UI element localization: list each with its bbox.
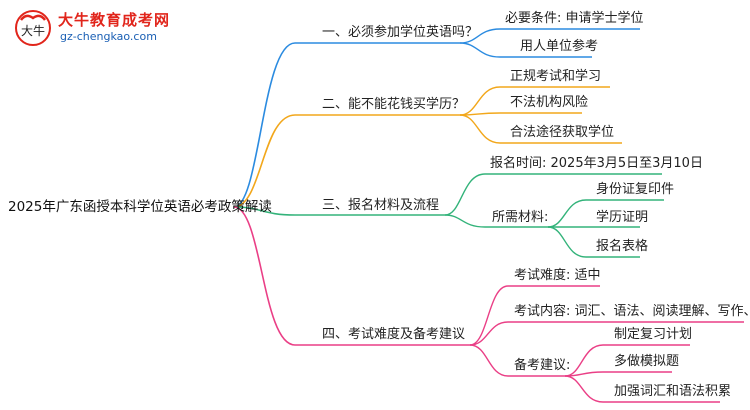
logo-title: 大牛教育成考网 xyxy=(58,11,171,29)
connector-branch-3 xyxy=(233,206,445,216)
node-form: 报名表格 xyxy=(596,239,649,254)
connector-b4-a2 xyxy=(564,371,672,377)
connector-branch-4 xyxy=(233,206,470,346)
bull-logo-icon: 大牛 xyxy=(15,10,51,46)
node-registration-time: 报名时间: 2025年3月5日至3月10日 xyxy=(490,156,703,171)
node-employer-reference: 用人单位参考 xyxy=(520,39,599,54)
node-difficulty: 考试难度: 适中 xyxy=(514,268,601,283)
svg-text:大牛: 大牛 xyxy=(21,23,45,38)
connector-b1-emp xyxy=(459,42,592,58)
node-materials: 所需材料: xyxy=(492,210,549,225)
node-legal-path: 合法途径获取学位 xyxy=(510,125,615,140)
node-illegal-risk: 不法机构风险 xyxy=(510,95,589,110)
connector-b4-advice xyxy=(469,344,565,377)
connector-b2-legal xyxy=(459,114,622,144)
node-requirement: 必要条件: 申请学士学位 xyxy=(505,11,644,26)
node-mock-tests: 多做模拟题 xyxy=(614,354,680,369)
branch-2-label: 二、能不能花钱买学历？ xyxy=(322,97,466,112)
connector-branch-1 xyxy=(233,42,460,208)
connector-b4-a3 xyxy=(564,375,720,403)
connector-b1-req xyxy=(459,28,640,44)
node-id-copy: 身份证复印件 xyxy=(596,182,675,197)
logo-url: gz-chengkao.com xyxy=(60,30,157,43)
connector-b3-time xyxy=(444,173,662,216)
connector-b4-a1 xyxy=(564,344,690,377)
connector-b4-content xyxy=(469,321,744,346)
connector-b2-formal xyxy=(459,86,610,116)
node-vocab-grammar: 加强词汇和语法积累 xyxy=(614,384,732,399)
site-logo: 大牛 大牛教育成考网 gz-chengkao.com xyxy=(8,6,198,52)
connector-b2-illegal xyxy=(459,112,582,116)
node-study-plan: 制定复习计划 xyxy=(614,327,693,342)
branch-1-label: 一、必须参加学位英语吗？ xyxy=(322,25,479,40)
branch-4-label: 四、考试难度及备考建议 xyxy=(322,327,466,342)
connector-b3-m1 xyxy=(547,199,664,228)
node-formal-study: 正规考试和学习 xyxy=(510,69,602,84)
node-diploma: 学历证明 xyxy=(596,210,649,225)
connector-b3-m3 xyxy=(547,226,640,258)
connector-b4-difficulty xyxy=(469,285,600,346)
node-prep-advice: 备考建议: xyxy=(514,358,571,373)
node-exam-content: 考试内容: 词汇、语法、阅读理解、写作、翻译 xyxy=(514,304,750,319)
connector-branch-2 xyxy=(233,114,460,208)
connector-b3-materials xyxy=(444,214,548,228)
root-topic: 2025年广东函授本科学位英语必考政策解读 xyxy=(8,199,272,215)
branch-3-label: 三、报名材料及流程 xyxy=(322,198,440,213)
